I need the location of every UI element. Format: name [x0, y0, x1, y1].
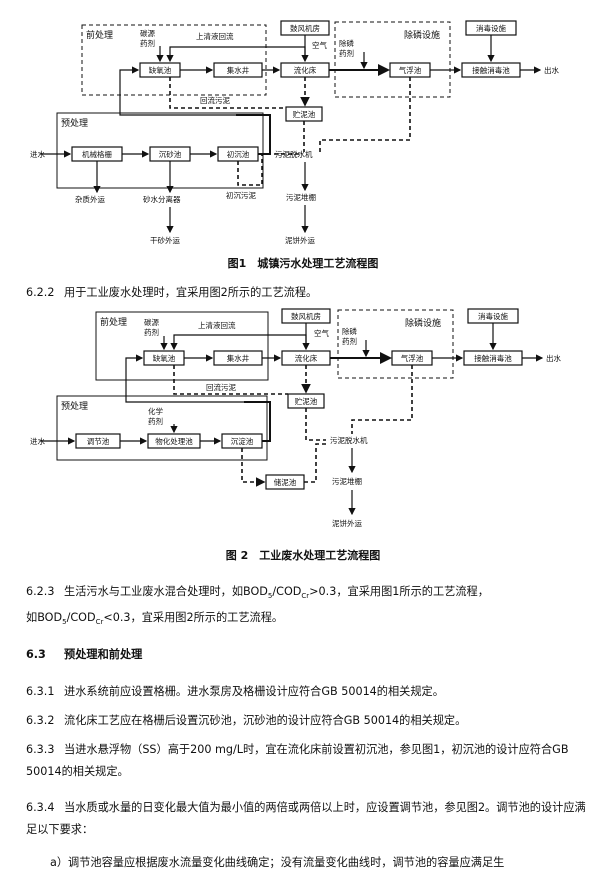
para-number: 6.2.3 — [26, 585, 55, 598]
fig1-label-p-removal: 除磷 — [339, 38, 354, 48]
fig2-label-cake-out: 泥饼外运 — [332, 518, 362, 528]
para-text-c: >0.3，宜采用图1所示的工艺流程， — [309, 585, 489, 598]
subscript-cr: Cr — [95, 618, 104, 627]
fig1-label-p-agent: 药剂 — [339, 48, 354, 58]
fig1-primary-tank: 初沉池 — [227, 149, 250, 159]
para-text-a: 生活污水与工业废水混合处理时，如BOD — [64, 585, 268, 598]
fig2-label-chem-agent: 药剂 — [148, 416, 163, 426]
para-6-3-2: 6.3.2 流化床工艺应在格栅后设置沉砂池，沉砂池的设计应符合GB 50014的相… — [26, 710, 586, 732]
para-number: 6.3.3 — [26, 743, 55, 756]
fig1-disinfect: 消毒设施 — [476, 23, 506, 33]
figure-2-caption: 图 2 工业废水处理工艺流程图 — [225, 549, 381, 562]
para-number: 6.3.4 — [26, 801, 55, 814]
fig2-disinfect: 消毒设施 — [478, 311, 508, 321]
fig1-label-sand-separator: 砂水分离器 — [143, 194, 181, 204]
fig1-region-pretreatment: 预处理 — [61, 117, 88, 129]
fig1-grit-tank: 沉砂池 — [159, 149, 182, 159]
fig1-screen: 机械格栅 — [82, 149, 112, 159]
fig2-float-tank: 气浮池 — [401, 353, 424, 363]
fig2-label-chem: 化学 — [148, 406, 163, 416]
fig1-collect-well: 集水井 — [227, 65, 250, 75]
fig1-label-sludge-shed: 污泥堆棚 — [286, 192, 316, 202]
fig2-collect-well: 集水井 — [227, 353, 250, 363]
fig2-label-air: 空气 — [314, 328, 329, 338]
para-6-3-1: 6.3.1 进水系统前应设置格栅。进水泵房及格栅设计应符合GB 50014的相关规… — [26, 681, 586, 703]
para-number: 6.3.2 — [26, 714, 55, 727]
para-text: 流化床工艺应在格栅后设置沉砂池，沉砂池的设计应符合GB 50014的相关规定。 — [64, 714, 467, 727]
fig2-contact-tank: 接触消毒池 — [474, 353, 512, 363]
para-item-a: a）调节池容量应根据废水流量变化曲线确定；没有流量变化曲线时，调节池的容量应满足… — [50, 852, 590, 874]
fig2-fluidized-bed: 流化床 — [295, 353, 318, 363]
fig1-label-return-sludge: 回流污泥 — [200, 95, 230, 105]
subscript-5: 5 — [62, 618, 67, 627]
fig1-label-supernatant: 上清液回流 — [196, 31, 234, 41]
fig1-label-cake-out: 泥饼外运 — [285, 235, 315, 245]
figure-1-flowchart: 前处理 除磷设施 预处理 缺氧池 集水井 流化床 鼓风机房 气浮池 接触消毒池 … — [30, 20, 559, 245]
fig2-anoxic-tank: 缺氧池 — [153, 353, 176, 363]
fig1-blower-room: 鼓风机房 — [290, 23, 320, 33]
fig1-fluidized-bed: 流化床 — [294, 65, 317, 75]
para-text-e: /COD — [66, 611, 96, 625]
fig2-label-p-agent: 药剂 — [342, 336, 357, 346]
para-text: 当进水悬浮物（SS）高于200 mg/L时，宜在流化床前设置初沉池，参见图1，初… — [26, 743, 569, 778]
fig1-sludge-tank: 贮泥池 — [293, 109, 316, 119]
fig1-label-outlet: 出水 — [544, 65, 559, 75]
fig1-label-agent: 药剂 — [140, 38, 155, 48]
fig1-label-primary-sludge: 初沉污泥 — [226, 190, 256, 200]
fig2-label-agent: 药剂 — [144, 327, 159, 337]
section-6-3: 6.3 预处理和前处理 — [26, 646, 142, 662]
fig2-region-pre-treatment: 前处理 — [100, 316, 127, 328]
para-text: 用于工业废水处理时，宜采用图2所示的工艺流程。 — [64, 286, 318, 299]
fig1-label-air: 空气 — [312, 40, 327, 50]
fig1-label-sand-out: 干砂外运 — [150, 235, 180, 245]
para-text: 当水质或水量的日变化最大值为最小值的两倍或两倍以上时，应设置调节池，参见图2。调… — [26, 801, 586, 836]
fig2-region-phosphorus: 除磷设施 — [405, 317, 441, 329]
fig1-label-dewater: 污泥脱水机 — [275, 149, 313, 159]
fig1-region-phosphorus: 除磷设施 — [404, 29, 440, 41]
fig1-contact-tank: 接触消毒池 — [472, 65, 510, 75]
fig2-equalize-tank: 调节池 — [87, 436, 110, 446]
para-text-d: 如BOD — [26, 611, 63, 625]
fig2-label-carbon: 碳源 — [144, 317, 159, 327]
para-text-b: /COD — [272, 585, 302, 598]
fig1-label-carbon: 碳源 — [140, 28, 155, 38]
fig2-physchem-tank: 物化处理池 — [155, 436, 193, 446]
para-number: 6.3.1 — [26, 685, 55, 698]
fig2-sludge-store: 储泥池 — [274, 477, 297, 487]
para-text-f: <0.3，宜采用图2所示的工艺流程。 — [103, 611, 284, 625]
fig1-anoxic-tank: 缺氧池 — [149, 65, 172, 75]
figure-1-caption: 图1 城镇污水处理工艺流程图 — [227, 257, 379, 270]
fig2-sludge-tank: 贮泥池 — [295, 396, 318, 406]
fig2-blower-room: 鼓风机房 — [291, 311, 321, 321]
section-title: 预处理和前处理 — [64, 648, 143, 661]
fig2-label-inlet: 进水 — [30, 436, 45, 446]
fig2-label-p-removal: 除磷 — [342, 326, 357, 336]
fig2-label-outlet: 出水 — [546, 353, 561, 363]
fig2-label-dewater: 污泥脱水机 — [330, 435, 368, 445]
figure-2-flowchart: 前处理 除磷设施 预处理 缺氧池 集水井 流化床 鼓风机房 气浮池 接触消毒池 … — [30, 308, 561, 528]
fig2-label-sludge-shed: 污泥堆棚 — [332, 476, 362, 486]
fig2-region-pretreatment: 预处理 — [61, 400, 88, 412]
fig1-region-pre-treatment: 前处理 — [86, 29, 113, 41]
para-6-2-2: 6.2.2 用于工业废水处理时，宜采用图2所示的工艺流程。 — [26, 282, 586, 304]
fig2-label-supernatant: 上清液回流 — [198, 320, 236, 330]
para-number: 6.2.2 — [26, 286, 55, 299]
section-number: 6.3 — [26, 648, 46, 661]
fig1-label-debris: 杂质外运 — [75, 194, 105, 204]
subscript-5: 5 — [267, 592, 273, 601]
fig1-label-inlet: 进水 — [30, 149, 45, 159]
para-text: 进水系统前应设置格栅。进水泵房及格栅设计应符合GB 50014的相关规定。 — [64, 685, 444, 698]
subscript-cr: Cr — [301, 592, 310, 601]
fig2-settle-tank: 沉淀池 — [231, 436, 254, 446]
para-text: a）调节池容量应根据废水流量变化曲线确定；没有流量变化曲线时，调节池的容量应满足… — [50, 856, 505, 869]
fig1-float-tank: 气浮池 — [399, 65, 422, 75]
fig2-label-return-sludge: 回流污泥 — [206, 382, 236, 392]
